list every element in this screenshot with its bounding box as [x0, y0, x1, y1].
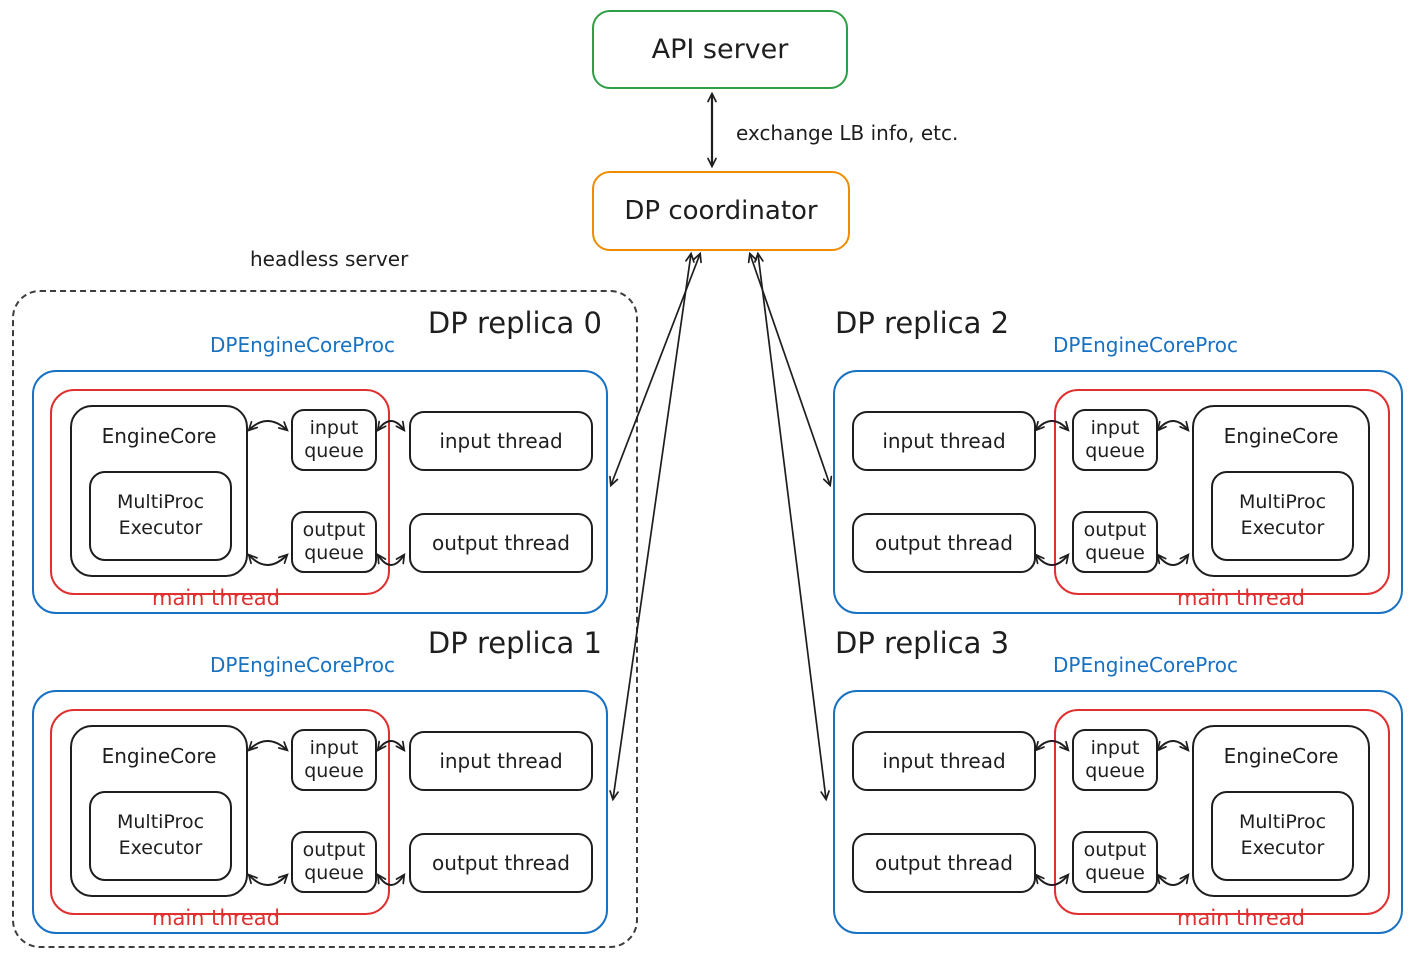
dp-replica-0: DP replica 0 DPEngineCoreProc EngineCore…: [32, 300, 608, 614]
dp-coordinator-label: DP coordinator: [624, 196, 818, 226]
input-thread-label: input thread: [439, 429, 563, 453]
exchange-lb-label: exchange LB info, etc.: [736, 121, 959, 145]
dpenginecoreproc-box: EngineCore MultiProc Executor input queu…: [833, 690, 1403, 934]
dpenginecoreproc-box: EngineCore MultiProc Executor input queu…: [32, 370, 608, 614]
enginecore-box: EngineCore MultiProc Executor: [70, 725, 248, 897]
multiproc-executor-label: MultiProc Executor: [116, 811, 205, 859]
enginecore-label: EngineCore: [1223, 424, 1339, 448]
input-thread-box: input thread: [409, 411, 593, 471]
input-thread-box: input thread: [852, 411, 1036, 471]
multiproc-executor-box: MultiProc Executor: [1211, 471, 1354, 561]
replica-title: DP replica 0: [427, 306, 602, 340]
main-thread-box: [1054, 389, 1390, 595]
coordinator-replica3-arrow: [754, 251, 830, 802]
output-queue-label: output queue: [302, 839, 366, 884]
multiproc-executor-box: MultiProc Executor: [1211, 791, 1354, 881]
input-queue-label: input queue: [304, 737, 364, 782]
output-thread-label: output thread: [875, 531, 1013, 555]
enginecore-label: EngineCore: [1223, 744, 1339, 768]
output-queue-box: output queue: [291, 511, 377, 573]
output-thread-label: output thread: [875, 851, 1013, 875]
input-queue-label: input queue: [1085, 737, 1145, 782]
replica-title: DP replica 3: [835, 626, 1010, 660]
dpenginecoreproc-label: DPEngineCoreProc: [210, 333, 396, 357]
output-queue-box: output queue: [1072, 831, 1158, 893]
replica-title: DP replica 1: [427, 626, 602, 660]
main-thread-box: [1054, 709, 1390, 915]
main-thread-label: main thread: [152, 906, 280, 930]
coordinator-replica2-arrow: [747, 251, 833, 488]
api-server-box: API server: [592, 10, 848, 89]
dp-coordinator-box: DP coordinator: [592, 171, 850, 251]
main-thread-label: main thread: [1177, 586, 1305, 610]
api-server-label: API server: [651, 34, 789, 65]
dp-replica-3: DP replica 3 DPEngineCoreProc EngineCore…: [833, 620, 1403, 934]
input-queue-box: input queue: [291, 729, 377, 791]
output-queue-box: output queue: [291, 831, 377, 893]
output-queue-label: output queue: [302, 519, 366, 564]
output-thread-box: output thread: [409, 833, 593, 893]
enginecore-label: EngineCore: [101, 424, 217, 448]
dp-replica-1: DP replica 1 DPEngineCoreProc EngineCore…: [32, 620, 608, 934]
input-thread-label: input thread: [439, 749, 563, 773]
dpenginecoreproc-box: EngineCore MultiProc Executor input queu…: [833, 370, 1403, 614]
multiproc-executor-box: MultiProc Executor: [89, 791, 232, 881]
dpenginecoreproc-label: DPEngineCoreProc: [1053, 333, 1239, 357]
output-thread-box: output thread: [409, 513, 593, 573]
enginecore-label: EngineCore: [101, 744, 217, 768]
dpenginecoreproc-label: DPEngineCoreProc: [210, 653, 396, 677]
input-thread-box: input thread: [852, 731, 1036, 791]
multiproc-executor-label: MultiProc Executor: [1238, 491, 1327, 539]
output-queue-label: output queue: [1083, 519, 1147, 564]
output-queue-label: output queue: [1083, 839, 1147, 884]
output-queue-box: output queue: [1072, 511, 1158, 573]
input-queue-box: input queue: [1072, 409, 1158, 471]
multiproc-executor-label: MultiProc Executor: [116, 491, 205, 539]
dpenginecoreproc-box: EngineCore MultiProc Executor input queu…: [32, 690, 608, 934]
main-thread-label: main thread: [152, 586, 280, 610]
multiproc-executor-box: MultiProc Executor: [89, 471, 232, 561]
input-thread-label: input thread: [882, 749, 1006, 773]
input-thread-label: input thread: [882, 429, 1006, 453]
input-thread-box: input thread: [409, 731, 593, 791]
input-queue-box: input queue: [291, 409, 377, 471]
input-queue-label: input queue: [1085, 417, 1145, 462]
main-thread-box: [50, 709, 390, 915]
output-thread-label: output thread: [432, 531, 570, 555]
enginecore-box: EngineCore MultiProc Executor: [1192, 405, 1370, 577]
replica-title: DP replica 2: [835, 306, 1010, 340]
enginecore-box: EngineCore MultiProc Executor: [70, 405, 248, 577]
input-queue-label: input queue: [304, 417, 364, 462]
output-thread-box: output thread: [852, 833, 1036, 893]
multiproc-executor-label: MultiProc Executor: [1238, 811, 1327, 859]
dpenginecoreproc-label: DPEngineCoreProc: [1053, 653, 1239, 677]
output-thread-box: output thread: [852, 513, 1036, 573]
input-queue-box: input queue: [1072, 729, 1158, 791]
dp-replica-2: DP replica 2 DPEngineCoreProc EngineCore…: [833, 300, 1403, 614]
enginecore-box: EngineCore MultiProc Executor: [1192, 725, 1370, 897]
main-thread-label: main thread: [1177, 906, 1305, 930]
main-thread-box: [50, 389, 390, 595]
output-thread-label: output thread: [432, 851, 570, 875]
headless-server-label: headless server: [250, 247, 409, 271]
